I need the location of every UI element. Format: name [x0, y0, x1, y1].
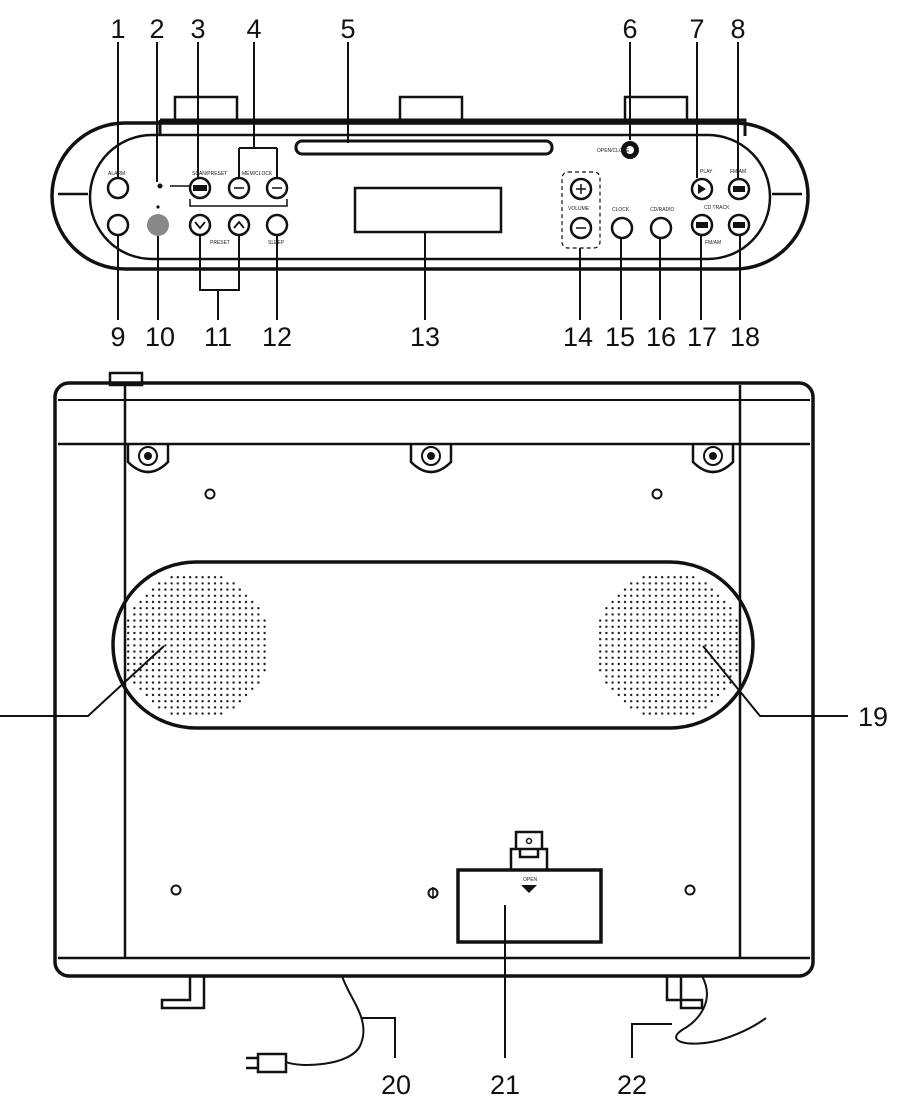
- callout-21: 21: [490, 1070, 520, 1100]
- top-callouts: 1 2 3 4 5 6 7 8 9 10 11 12 13 14 15 16 1…: [110, 14, 760, 352]
- play-legend: PLAY: [700, 169, 713, 175]
- speaker-panel: [111, 560, 755, 730]
- cd-radio-button: [649, 216, 673, 240]
- callout-8: 8: [730, 14, 745, 44]
- alarm-legend: ALARM: [108, 171, 125, 177]
- callout-17: 17: [687, 322, 717, 352]
- unit-body-outer: [50, 121, 810, 271]
- callout-5: 5: [340, 14, 355, 44]
- cd-slot: [294, 139, 554, 156]
- battery-door-label: OPEN: [523, 877, 538, 883]
- callout-3: 3: [190, 14, 205, 44]
- mounting-tab-center: [398, 95, 464, 123]
- bottom-leader-lines: [0, 645, 848, 1058]
- power-cord: [285, 975, 365, 1066]
- cd-track-legend: CD TRACK: [704, 205, 730, 211]
- unit-body-inner: [88, 133, 772, 261]
- alarm-button: [106, 176, 130, 200]
- callout-7: 7: [689, 14, 704, 44]
- callout-20: 20: [381, 1070, 411, 1100]
- antenna-wire: [675, 975, 767, 1045]
- callout-2: 2: [149, 14, 164, 44]
- callout-13: 13: [410, 322, 440, 352]
- callout-19: 19: [858, 702, 888, 732]
- top-leader-lines: [117, 42, 741, 320]
- underside-view: OPEN 19 20 21 22: [0, 371, 888, 1100]
- battery-door-arrow: [521, 885, 537, 893]
- volume-up-button: [569, 177, 593, 201]
- sleep-button: [265, 213, 289, 237]
- power-button: [106, 213, 130, 237]
- mounting-tab-right: [623, 95, 689, 123]
- callout-4: 4: [246, 14, 261, 44]
- housing-outer: [53, 381, 815, 978]
- mem-button-a: [227, 176, 251, 200]
- callout-18: 18: [730, 322, 760, 352]
- left-speaker-grille: [127, 576, 266, 715]
- callout-9: 9: [110, 322, 125, 352]
- preset-legend: PRESET: [210, 240, 230, 246]
- preset-up-button: [227, 213, 251, 237]
- callout-16: 16: [646, 322, 676, 352]
- skip-back-button: [690, 213, 714, 237]
- volume-down-button: [569, 216, 593, 240]
- mem-clock-legend: MEM/CLOCK: [242, 171, 273, 177]
- fm-am-button: [727, 177, 751, 201]
- lcd-display: [353, 186, 503, 234]
- preset-down-button: [188, 213, 212, 237]
- callout-11: 11: [204, 322, 232, 352]
- skip-forward-button: [727, 213, 751, 237]
- fm-am-legend-bottom: FM/AM: [705, 240, 721, 246]
- play-pause-button: [690, 177, 714, 201]
- indicator-led: [157, 183, 163, 189]
- battery-door: [456, 868, 603, 944]
- callout-22: 22: [617, 1070, 647, 1100]
- callout-1: 1: [110, 14, 125, 44]
- front-panel-view: OPEN/CLOSE ALARM SCAN/PRESET MEM/CLOCK P…: [50, 14, 810, 352]
- mem-button-b: [265, 176, 289, 200]
- mounting-tab-left: [173, 95, 239, 123]
- callout-15: 15: [605, 322, 635, 352]
- clock-legend: CLOCK: [612, 207, 630, 213]
- left-foot: [160, 976, 206, 1010]
- power-plug: [246, 1052, 288, 1074]
- callout-10: 10: [145, 322, 175, 352]
- callout-14: 14: [563, 322, 593, 352]
- callout-12: 12: [262, 322, 292, 352]
- clock-button: [610, 216, 634, 240]
- scan-preset-legend: SCAN/PRESET: [192, 171, 227, 177]
- callout-6: 6: [622, 14, 637, 44]
- scan-preset-button: [188, 176, 212, 200]
- cd-radio-legend: CD/RADIO: [650, 207, 675, 213]
- cable-clip: [509, 830, 549, 870]
- right-speaker-grille: [599, 576, 738, 715]
- mount-bosses: [126, 444, 735, 474]
- bottom-callouts: 19 20 21 22: [381, 702, 888, 1100]
- remote-sensor: [147, 214, 169, 236]
- open-close-legend: OPEN/CLOSE: [597, 148, 630, 154]
- right-foot: [665, 976, 704, 1010]
- volume-legend: VOLUME: [568, 206, 590, 212]
